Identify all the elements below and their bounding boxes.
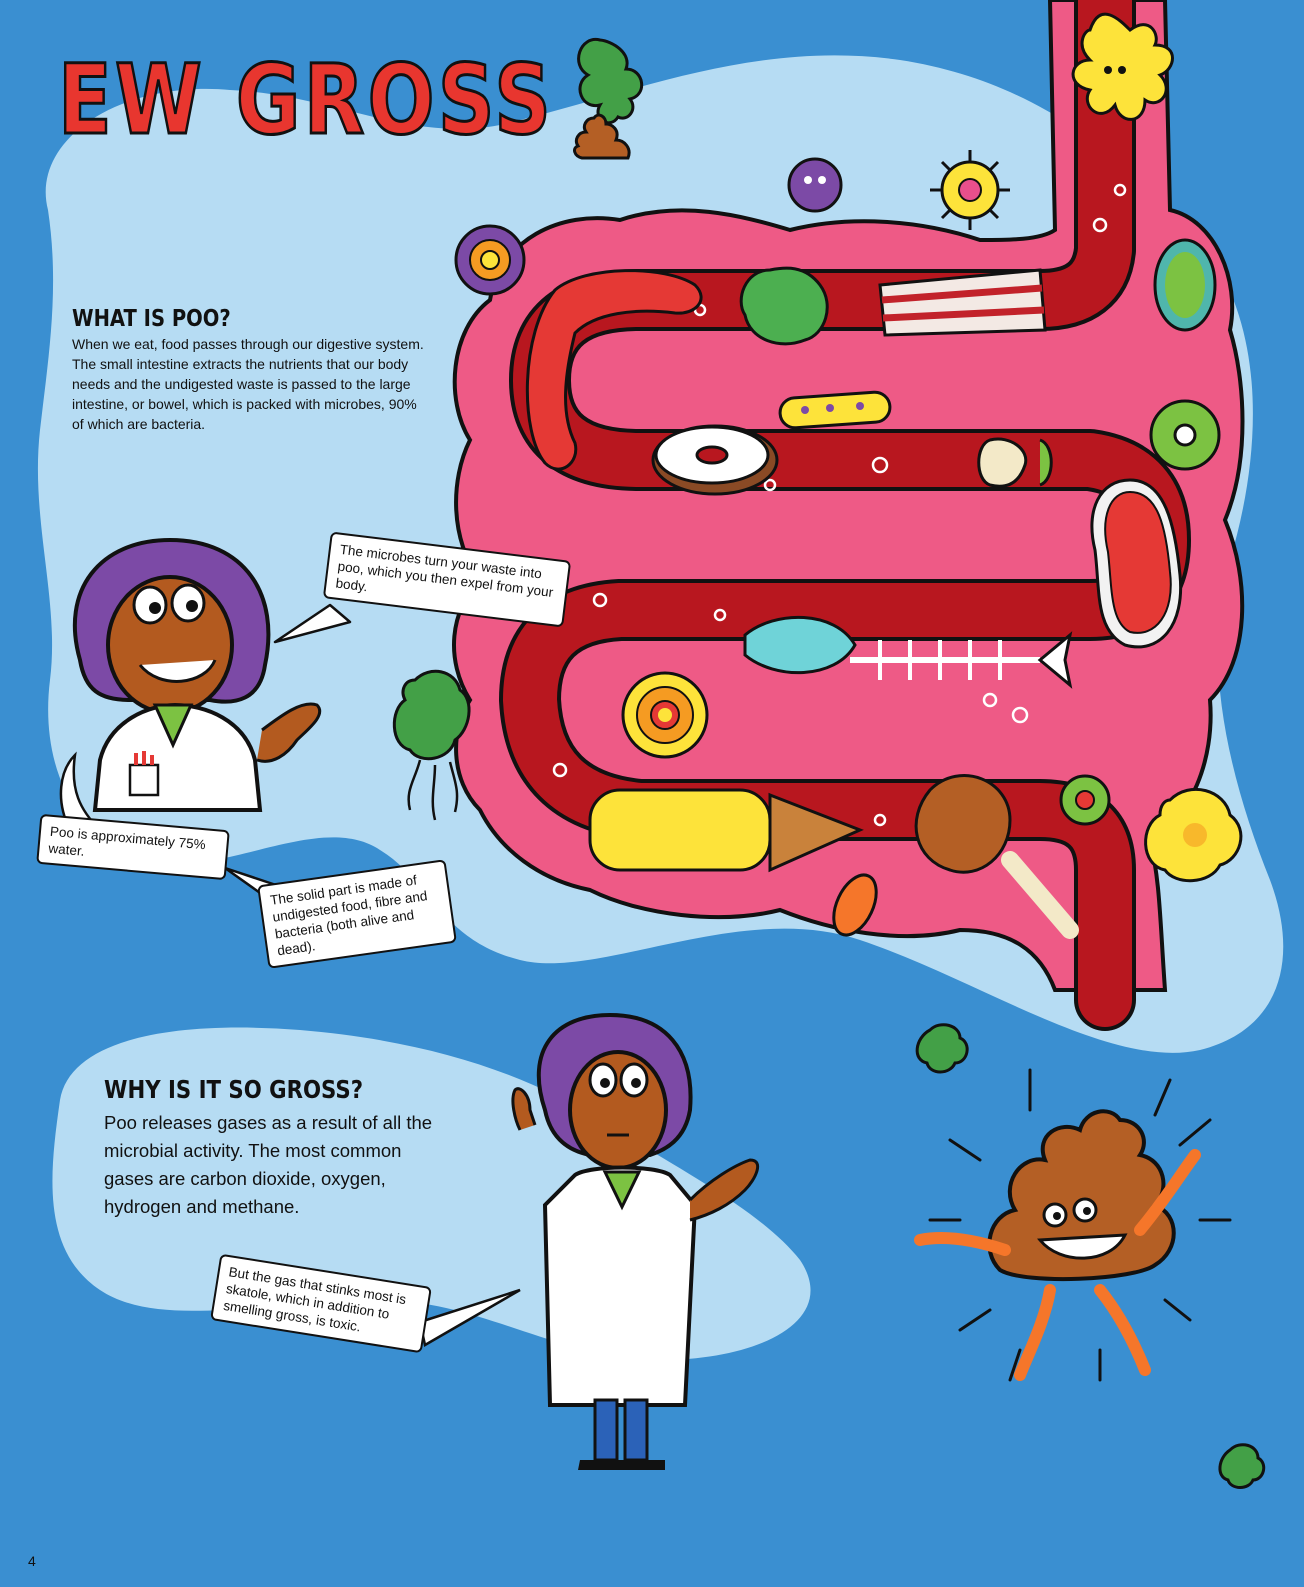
- donut-icon: [651, 424, 779, 496]
- green-virus-microbe-icon: [1059, 774, 1111, 826]
- steak-icon: [1090, 478, 1183, 649]
- why-is-it-so-gross-text: Poo releases gases as a result of all th…: [104, 1112, 433, 1217]
- scientist-smiling-illustration: [72, 537, 321, 812]
- what-is-poo-text: When we eat, food passes through our dig…: [72, 336, 424, 432]
- microbes: [392, 12, 1266, 1489]
- yellow-blob-microbe-icon: [1144, 787, 1243, 883]
- fish-skeleton-icon: [743, 615, 1073, 689]
- pepper-icon: [739, 266, 829, 346]
- steam-icon: [577, 38, 643, 125]
- purple-ring-microbe-icon: [454, 224, 526, 296]
- ice-cream-icon: [588, 788, 864, 873]
- page-number: 4: [28, 1553, 36, 1569]
- bubble-tail: [59, 751, 104, 832]
- sausage-icon: [525, 269, 703, 471]
- sun-microbe-icon: [621, 671, 709, 759]
- apple-core-icon: [977, 437, 1053, 488]
- purple-germ-microbe-icon: [787, 157, 843, 213]
- small-poo-icon: [573, 113, 631, 160]
- headline: EW GROSS: [57, 44, 555, 156]
- scientist-shrugging-illustration: [511, 1012, 760, 1470]
- yellow-virus-microbe-icon: [930, 150, 1010, 230]
- green-blob-icon: [915, 1023, 1266, 1489]
- what-is-poo-heading: WHAT IS POO?: [72, 306, 231, 332]
- poo-character-illustration: [914, 1068, 1232, 1382]
- yellow-splat-microbe-icon: [1071, 12, 1174, 121]
- orange-bean-bacterium-icon: [832, 873, 878, 937]
- why-is-it-so-gross-heading: WHY IS IT SO GROSS?: [104, 1075, 364, 1104]
- green-ring-microbe-icon: [1149, 399, 1221, 471]
- teal-bacterium-icon: [1153, 238, 1217, 332]
- green-mossy-microbe-icon: [392, 669, 471, 821]
- yellow-rod-bacterium-icon: [778, 390, 892, 430]
- drumstick-icon: [914, 774, 1079, 939]
- bubble-tail: [273, 603, 352, 644]
- bacon-icon: [878, 268, 1047, 337]
